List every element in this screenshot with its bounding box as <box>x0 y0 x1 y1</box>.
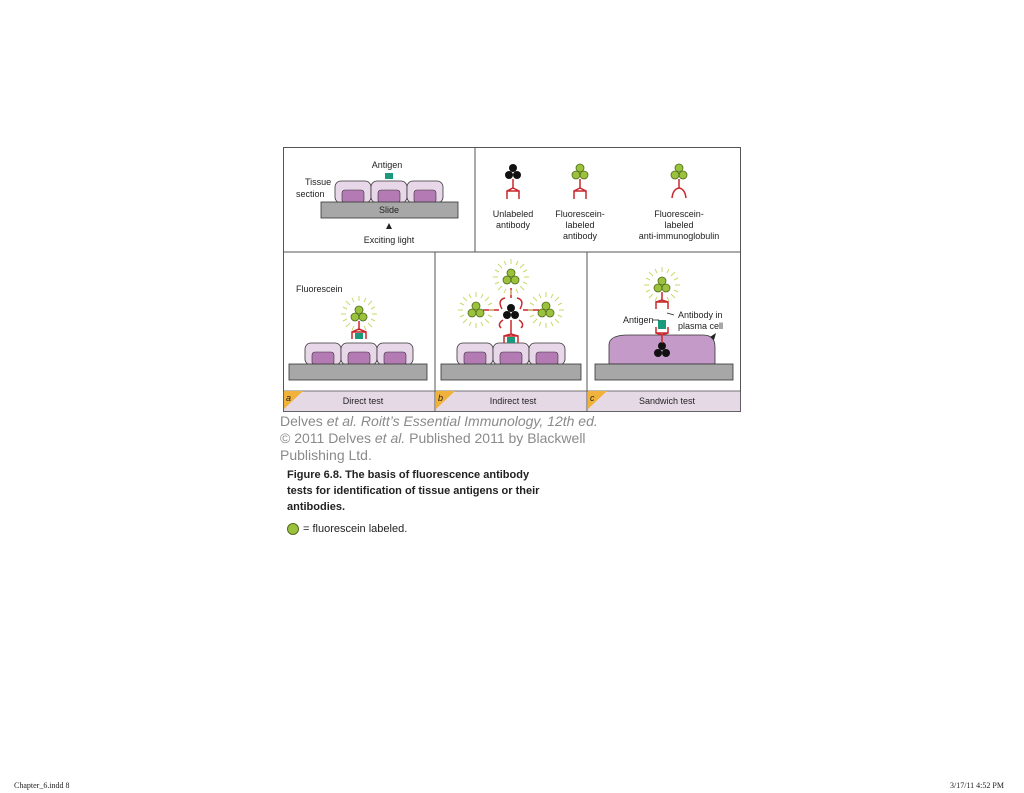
anti-label-2: labeled <box>664 220 693 230</box>
panel-c-letter: c <box>590 393 595 403</box>
figure-caption: Figure 6.8. The basis of fluorescence an… <box>287 469 540 513</box>
antigen-label: Antigen <box>372 160 403 170</box>
sandwich-antigen-label: Antigen <box>623 315 654 325</box>
credit-line-2: © 2011 Delves et al. Published 2011 by B… <box>280 430 740 447</box>
slide <box>320 201 459 219</box>
fluorescein-label: Fluorescein <box>296 284 343 294</box>
tissue-section-illustration: Antigen Tissue section Slide Exciting li… <box>296 160 459 245</box>
panel-sandwich-test: Antigen Antibody in plasma cell <box>594 266 734 381</box>
panel-a-letter: a <box>286 393 291 403</box>
footer-filename: Chapter_6.indd 8 <box>14 781 70 790</box>
panel-c-title: Sandwich test <box>639 396 696 406</box>
green-dot-icon <box>287 523 299 535</box>
fluor-label-1: Fluorescein- <box>555 209 605 219</box>
footer-timestamp: 3/17/11 4:52 PM <box>950 781 1004 790</box>
legend-text: = fluorescein labeled. <box>303 523 408 535</box>
tissue-label-line2: section <box>296 189 325 199</box>
credit-copyright: © 2011 Delves <box>280 430 375 446</box>
sandwich-slide <box>594 363 734 381</box>
panel-direct-test: Fluorescein <box>288 284 428 381</box>
sandwich-antibody-label-1: Antibody in <box>678 310 723 320</box>
anti-immunoglobulin-icon <box>670 163 688 199</box>
sandwich-black-antibody <box>654 320 670 357</box>
fluorescence-antibody-diagram: Antigen Tissue section Slide Exciting li… <box>283 147 741 412</box>
panel-footer-a: a Direct test <box>283 390 436 412</box>
fluorescein-labeled-antibody-icon <box>571 163 589 199</box>
credit-authors: Delves <box>280 413 327 429</box>
unlabeled-label-1: Unlabeled <box>493 209 534 219</box>
credit-block: Delves et al. Roitt’s Essential Immunolo… <box>280 413 740 464</box>
unlabeled-label-2: antibody <box>496 220 531 230</box>
indirect-slide <box>440 363 582 381</box>
credit-line-3: Publishing Ltd. <box>280 447 372 463</box>
sandwich-fluor-antibody <box>643 266 681 309</box>
credit-line-1: Delves et al. Roitt’s Essential Immunolo… <box>280 413 740 430</box>
exciting-light-arrow <box>386 223 392 229</box>
antigen-marker <box>385 173 393 179</box>
panel-footer-b: b Indirect test <box>434 390 588 412</box>
anti-label-3: anti-immunoglobulin <box>639 231 720 241</box>
panel-footer-c: c Sandwich test <box>586 390 741 412</box>
panel-a-title: Direct test <box>343 396 384 406</box>
panel-b-title: Indirect test <box>490 396 537 406</box>
credit-publisher: Published 2011 by Blackwell <box>405 430 586 446</box>
sandwich-antibody-label-2: plasma cell <box>678 321 723 331</box>
panel-indirect-test <box>440 258 582 381</box>
exciting-light-label: Exciting light <box>364 235 415 245</box>
credit-etal: et al. <box>374 430 406 446</box>
anti-label-1: Fluorescein- <box>654 209 704 219</box>
direct-labeled-antibody <box>340 295 378 339</box>
direct-slide <box>288 363 428 381</box>
unlabeled-antibody-icon <box>505 164 521 199</box>
tissue-label-line1: Tissue <box>305 177 331 187</box>
fluorescein-legend: = fluorescein labeled. <box>287 523 407 535</box>
fluor-label-2: labeled <box>565 220 594 230</box>
panel-b-letter: b <box>438 393 443 403</box>
fluor-label-3: antibody <box>563 231 598 241</box>
slide-label: Slide <box>379 205 399 215</box>
antibody-types-legend: Unlabeled antibody Fluorescein- labeled … <box>493 163 720 241</box>
credit-book: et al. Roitt’s Essential Immunology, 12t… <box>326 413 598 429</box>
